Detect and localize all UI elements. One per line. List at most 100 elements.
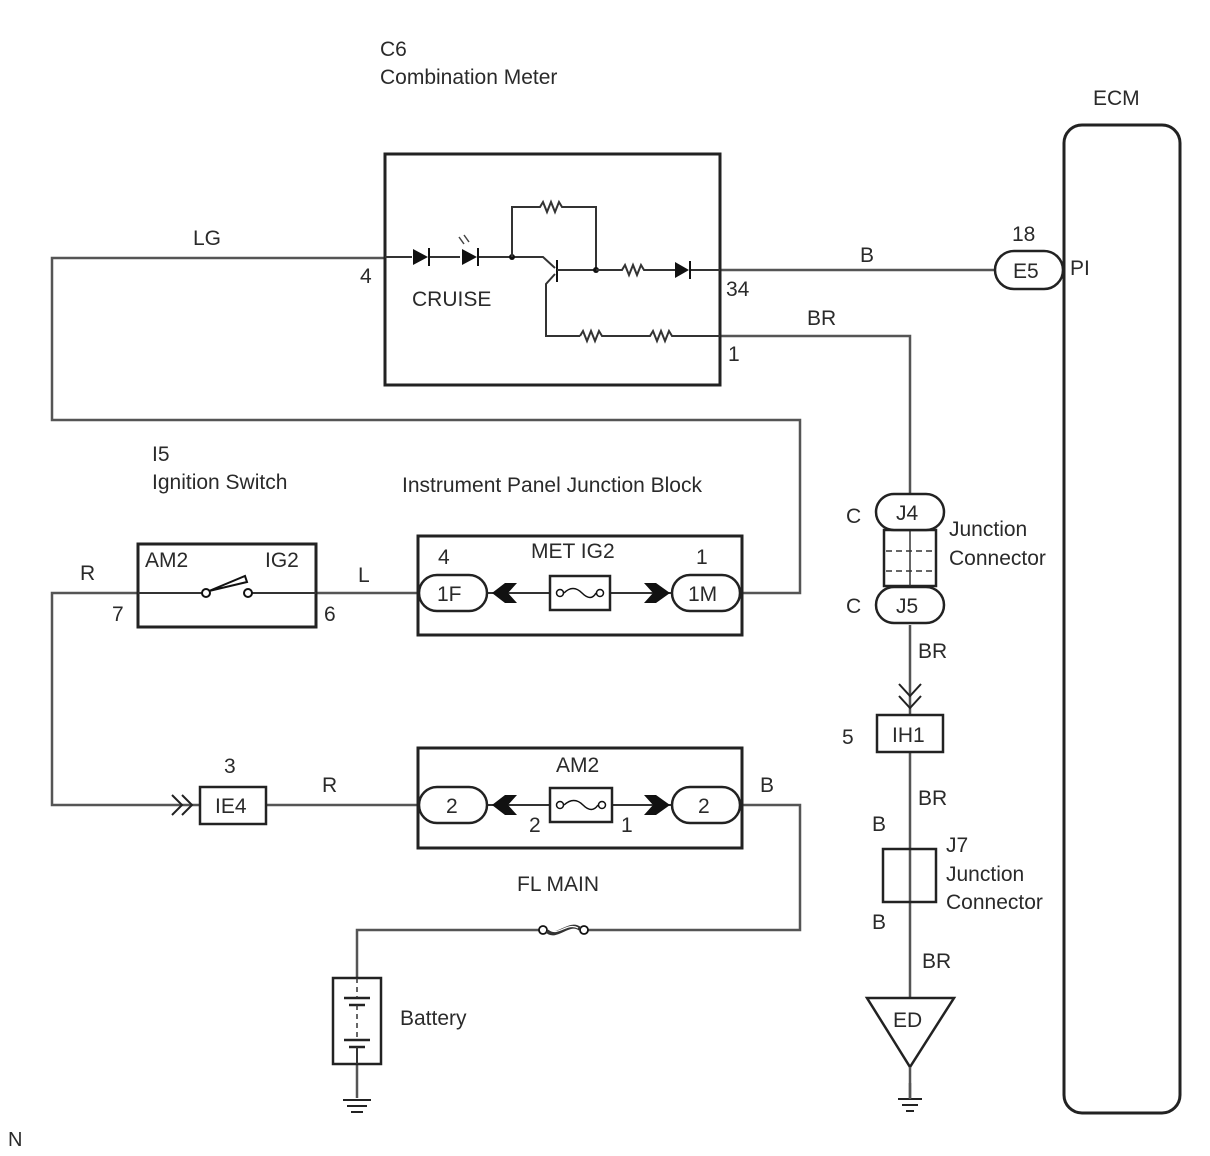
j7-top-pin: B <box>872 813 886 836</box>
battery-label: Battery <box>400 1007 467 1030</box>
ignition-box <box>136 542 318 629</box>
male-terminal-icon <box>644 795 670 815</box>
connector-1m <box>670 573 742 613</box>
j5-pin: C <box>846 595 861 618</box>
ipjb-right-pin: 1 <box>696 546 708 569</box>
wire-label-br-ed: BR <box>922 950 951 973</box>
wire-battery <box>355 928 540 978</box>
j7-name-2: Connector <box>946 891 1043 914</box>
ed-label: ED <box>893 1009 922 1032</box>
connector-arrow-icon <box>898 683 922 710</box>
ignition-left-terminal: AM2 <box>145 549 188 572</box>
am2-fuse-label: AM2 <box>556 754 599 777</box>
connector-j4 <box>874 492 946 532</box>
ipjb-right-conn: 1M <box>688 583 717 606</box>
wire-label-l: L <box>358 564 370 587</box>
ecm-pin: 18 <box>1012 223 1035 246</box>
ecm-terminal: PI <box>1070 257 1090 280</box>
meter-code: C6 <box>380 38 407 61</box>
ecm-box <box>1062 123 1182 1115</box>
ecm: ECM E5 18 PI <box>993 87 1182 1115</box>
meter-pin-1: 1 <box>728 343 740 366</box>
switch-contact <box>201 588 211 598</box>
led-icon <box>462 249 477 265</box>
ip-junction-block: Instrument Panel Junction Block MET IG2 … <box>402 474 744 637</box>
ignition-pin-6: 6 <box>324 603 336 626</box>
ih1-pin: 5 <box>842 726 854 749</box>
ih1-box <box>875 713 945 754</box>
resistor-top-icon <box>511 199 597 270</box>
am2-right-connector <box>670 785 742 825</box>
ecm-connector: E5 <box>1013 260 1039 283</box>
j7-name-1: Junction <box>946 863 1024 886</box>
wire-lg <box>50 256 802 595</box>
female-terminal-icon <box>492 795 517 815</box>
connector-ie4: IE4 3 <box>171 755 268 826</box>
wire-label-lg: LG <box>193 227 221 250</box>
meter-name: Combination Meter <box>380 66 557 89</box>
combination-meter: C6 Combination Meter CRUISE 4 34 1 <box>360 38 750 387</box>
connector-1f <box>417 573 489 613</box>
wire-br-meter <box>720 334 912 494</box>
ed-triangle <box>864 996 957 1070</box>
footer-mark: N <box>8 1129 22 1151</box>
connector-arrow-icon <box>171 794 194 816</box>
connector-j5 <box>874 585 946 625</box>
ecm-label: ECM <box>1093 87 1140 110</box>
am2-fuse-pin-right: 1 <box>621 814 633 837</box>
wire-r-ig <box>50 591 200 807</box>
resistor-bottom-icon <box>579 328 720 344</box>
wire-label-r: R <box>80 562 95 585</box>
ground-icon <box>343 1099 371 1113</box>
wire-label-b-am2: B <box>760 774 774 797</box>
ignition-switch: I5 Ignition Switch AM2 IG2 7 6 <box>112 443 336 629</box>
junction-name-2: Connector <box>949 547 1046 570</box>
ignition-right-terminal: IG2 <box>265 549 299 572</box>
cruise-label: CRUISE <box>412 288 491 311</box>
junction-connector-j7: B B J7 Junction Connector <box>872 813 1043 934</box>
ground-icon <box>898 1098 922 1112</box>
am2-left-connector <box>417 785 489 825</box>
wire-label-b: B <box>860 244 874 267</box>
am2-fuse-block: AM2 2 2 2 1 <box>416 746 744 850</box>
ipjb-name: Instrument Panel Junction Block <box>402 474 702 497</box>
wire-b-am2 <box>588 803 802 932</box>
ignition-name: Ignition Switch <box>152 471 287 494</box>
ie4-pin: 3 <box>224 755 236 778</box>
ih1-label: IH1 <box>892 724 925 747</box>
j5-label: J5 <box>896 595 918 618</box>
am2-box <box>416 746 744 850</box>
wire-label-br: BR <box>807 307 836 330</box>
fl-main-label: FL MAIN <box>517 873 599 896</box>
battery: Battery <box>331 976 467 1113</box>
meter-internal-wire <box>385 256 556 269</box>
j4-label: J4 <box>896 502 919 525</box>
am2-left-conn: 2 <box>446 795 458 818</box>
female-terminal-icon <box>492 583 517 603</box>
junction-connector-j4-j5: J4 J5 C C Junction Connector <box>846 492 1046 625</box>
ipjb-left-conn: 1F <box>437 583 462 606</box>
wire-label-br-j5: BR <box>918 640 947 663</box>
junction-name-1: Junction <box>949 518 1027 541</box>
resistor-right-icon <box>596 262 720 278</box>
fusible-link-icon <box>538 925 548 935</box>
ipjb-fuse-label: MET IG2 <box>531 540 615 563</box>
ignition-code: I5 <box>152 443 170 466</box>
diode-out-icon <box>675 262 689 278</box>
j7-code: J7 <box>946 834 968 857</box>
ground-point-ed: ED <box>864 996 957 1112</box>
ignition-pin-7: 7 <box>112 603 124 626</box>
wire-label-br-ih1: BR <box>918 787 947 810</box>
diode-icon <box>413 249 428 265</box>
ie4-box <box>198 785 268 826</box>
j7-box <box>881 847 938 904</box>
switch-lever-icon <box>208 574 249 592</box>
j7-bottom-pin: B <box>872 911 886 934</box>
led-rays-icon <box>458 234 470 245</box>
fl-main-fusible-link: FL MAIN <box>517 873 599 936</box>
ipjb-box <box>416 534 744 637</box>
wire-label-r-ie4: R <box>322 774 337 797</box>
meter-pin-34: 34 <box>726 278 750 301</box>
connector-ih1: IH1 5 <box>842 683 945 754</box>
